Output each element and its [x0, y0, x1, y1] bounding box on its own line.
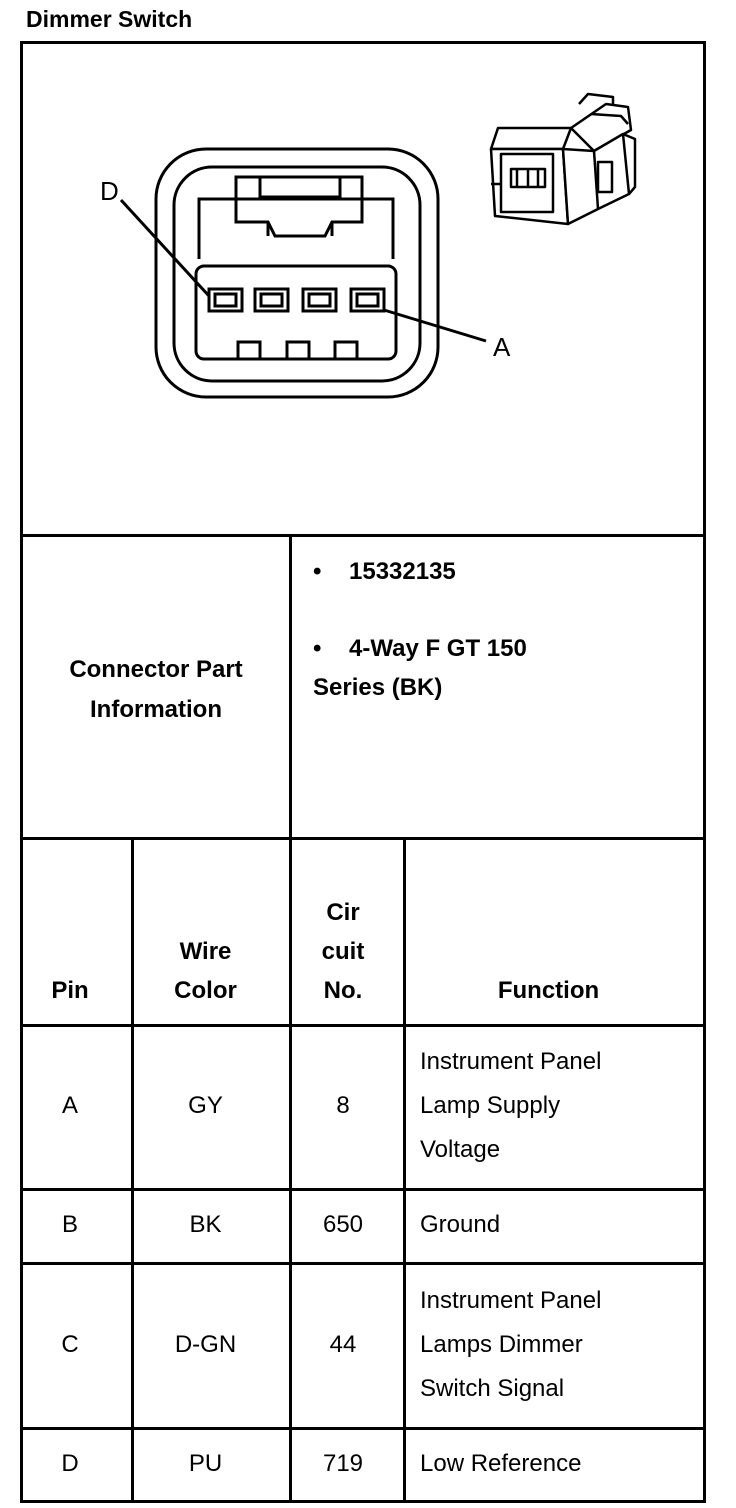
connector-frame: D A Connector Part Information • 15332135 [20, 41, 706, 1503]
row-c-color: D-GN [174, 1331, 237, 1358]
bullet: • [313, 635, 322, 662]
header-circuit-no: Cir cuit No. [321, 899, 365, 1004]
row-b-function: Ground [420, 1211, 501, 1238]
connector-3d-icon [489, 92, 637, 226]
divider [23, 1262, 703, 1265]
pin-label-d: D [100, 176, 119, 206]
row-a-pin: A [61, 1092, 78, 1119]
divider [23, 1427, 703, 1430]
divider [23, 1188, 703, 1191]
pin-cavity-a [349, 287, 386, 313]
row-d-circuit: 719 [322, 1450, 364, 1477]
row-d-pin: D [61, 1450, 79, 1477]
row-d-color: PU [188, 1450, 223, 1477]
row-a-circuit: 8 [336, 1092, 350, 1119]
connector-outer-housing [154, 147, 440, 399]
divider [23, 837, 703, 840]
part-number-item: • 15332135 [313, 552, 456, 591]
part-description-line2: Series (BK) [313, 674, 443, 701]
row-b-pin: B [61, 1211, 78, 1238]
pin-label-a: A [493, 332, 511, 362]
pin-cavity-b [301, 287, 338, 313]
row-c-pin: C [61, 1331, 79, 1358]
header-function: Function [497, 977, 600, 1004]
bullet: • [313, 558, 322, 585]
row-b-circuit: 650 [322, 1211, 364, 1238]
connector-face-diagram: D A [100, 92, 637, 399]
connector-inner-housing [172, 165, 422, 383]
header-wire-color: Wire Color [174, 938, 237, 1004]
part-info-label: Connector Part Information [69, 656, 243, 723]
header-pin: Pin [51, 977, 89, 1004]
part-number: 15332135 [349, 558, 456, 585]
row-d-function: Low Reference [420, 1450, 582, 1477]
pin-cavity-c [253, 287, 290, 313]
row-c-function: Instrument Panel Lamps Dimmer Switch Sig… [420, 1287, 602, 1402]
divider [23, 534, 703, 537]
part-description-item: • 4-Way F GT 150 Series (BK) [313, 629, 527, 707]
divider [289, 534, 292, 1500]
part-description-line1: 4-Way F GT 150 [349, 635, 527, 662]
row-b-color: BK [189, 1211, 222, 1238]
divider [131, 837, 134, 1500]
row-c-circuit: 44 [329, 1331, 357, 1358]
page-title: Dimmer Switch [26, 6, 193, 32]
divider [23, 1024, 703, 1027]
row-a-function: Instrument Panel Lamp Supply Voltage [420, 1048, 602, 1163]
pin-cavity-d [207, 287, 244, 313]
row-a-color: GY [188, 1092, 223, 1119]
divider [403, 837, 406, 1500]
